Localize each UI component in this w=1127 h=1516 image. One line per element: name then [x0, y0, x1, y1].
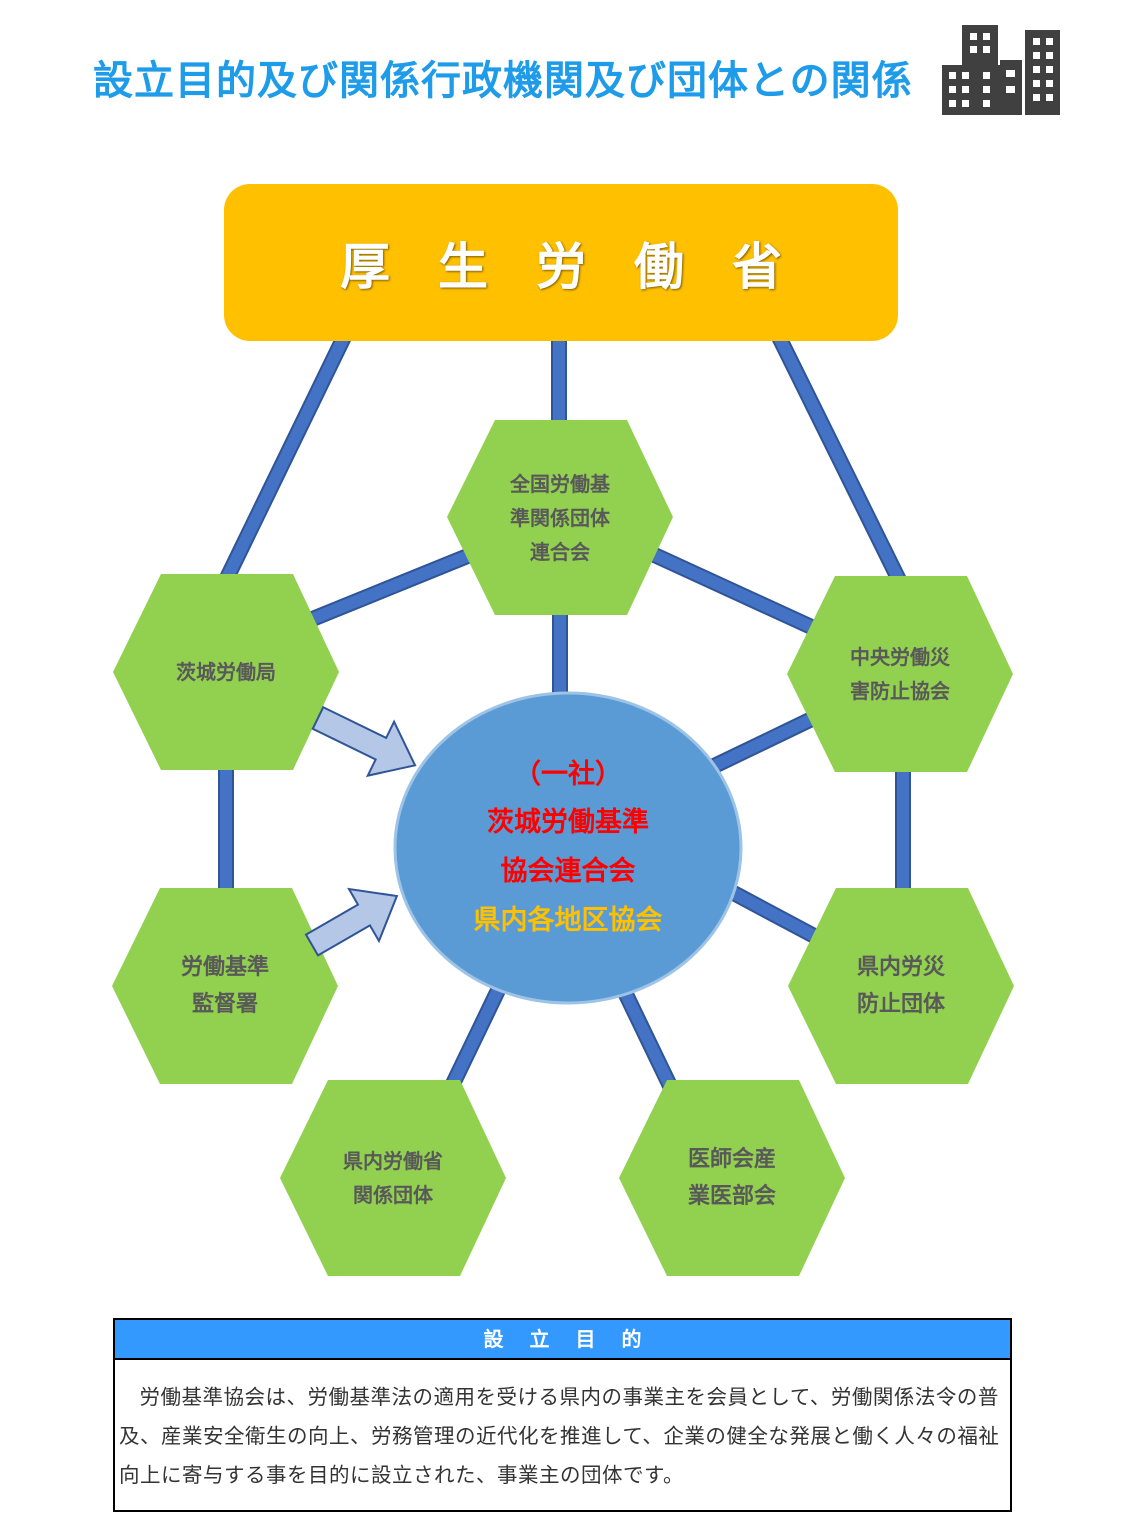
ministry-box [224, 184, 898, 341]
purpose-body: 労働基準協会は、労働基準法の適用を受ける県内の事業主を会員として、労働関係法令の… [119, 1385, 1000, 1487]
hex-ibaraki-labor-bureau [113, 574, 339, 770]
hex-prefectural-safety [788, 888, 1014, 1084]
hex-medical [619, 1080, 845, 1276]
node-line: 茨城労働局 [176, 660, 276, 684]
purpose-heading: 設立目的 [115, 1320, 1010, 1360]
hex-inspection-office [112, 888, 338, 1084]
center-line: 茨城労働基準 [487, 807, 649, 839]
node-line: 害防止協会 [850, 679, 950, 703]
building-icon [942, 25, 1060, 115]
node-line: 中央労働災 [850, 645, 950, 669]
node-ibaraki-labor-bureau: 茨城労働局 [113, 574, 339, 770]
hex-central-safety [787, 576, 1013, 772]
node-line: 準関係団体 [510, 506, 610, 530]
node-line: 労働基準 [180, 954, 269, 980]
node-line: 医師会産 [687, 1146, 776, 1172]
node-line: 県内労災 [856, 954, 945, 980]
center-line: （一社） [514, 758, 622, 790]
node-central-safety: 中央労働災 害防止協会 [787, 576, 1013, 772]
node-mhlw-related: 県内労働省 関係団体 [280, 1080, 506, 1276]
page-title: 設立目的及び関係行政機関及び団体との関係 [93, 58, 913, 104]
node-line: 全国労働基 [510, 472, 610, 496]
node-prefectural-safety: 県内労災 防止団体 [788, 888, 1014, 1084]
node-line: 監督署 [191, 992, 258, 1017]
node-line: 県内労働省 [343, 1149, 443, 1173]
center-line: 協会連合会 [500, 856, 636, 887]
center-ellipse [393, 691, 743, 1005]
node-national: 全国労働基 準関係団体 連合会 [447, 420, 673, 616]
ministry-label: 厚生労働省 [340, 237, 830, 296]
hex-mhlw-related [280, 1080, 506, 1276]
node-medical: 医師会産 業医部会 [619, 1080, 845, 1276]
node-line: 防止団体 [856, 992, 945, 1017]
purpose-box: 設立目的 労働基準協会は、労働基準法の適用を受ける県内の事業主を会員として、労働… [113, 1318, 1012, 1512]
hex-national [447, 420, 673, 615]
arrow-icon [311, 705, 417, 778]
center-label: （一社） 茨城労働基準 協会連合会 県内各地区協会 [395, 693, 741, 1003]
arrow-icon [304, 887, 399, 957]
node-line: 業医部会 [687, 1184, 776, 1209]
node-inspection-office: 労働基準 監督署 [112, 888, 338, 1084]
node-line: 関係団体 [353, 1183, 433, 1207]
node-line: 連合会 [530, 540, 590, 564]
center-line: 県内各地区協会 [473, 904, 663, 936]
